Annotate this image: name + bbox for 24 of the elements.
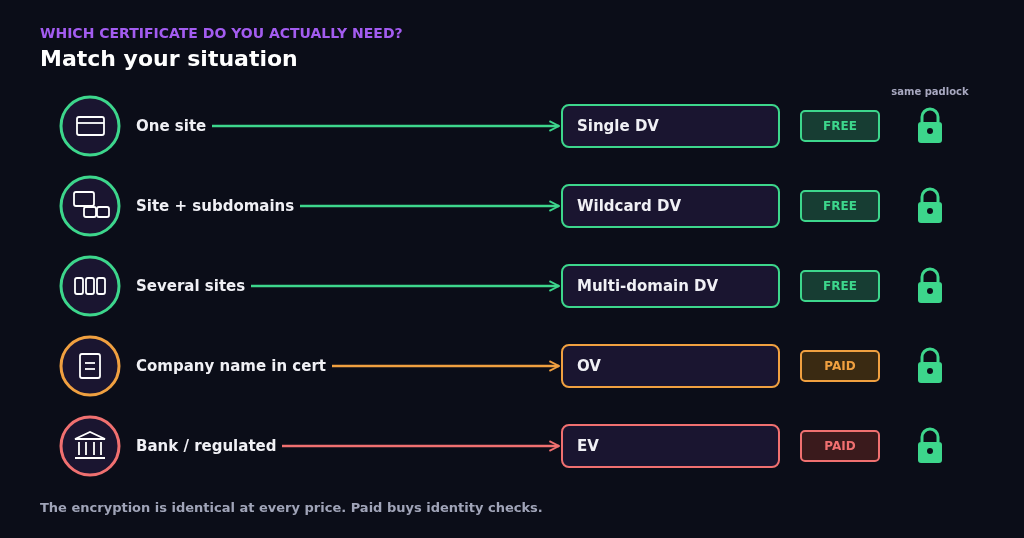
price-tag: FREE — [800, 270, 880, 302]
certificate-box: Single DV — [561, 104, 780, 148]
column-note: same padlock — [890, 86, 970, 97]
arrow — [212, 120, 560, 132]
certificate-box: Wildcard DV — [561, 184, 780, 228]
arrow — [282, 440, 560, 452]
certificate-box: OV — [561, 344, 780, 388]
situation-label: Company name in cert — [136, 352, 326, 380]
arrow — [300, 200, 560, 212]
price-tag: PAID — [800, 430, 880, 462]
situation-label: Site + subdomains — [136, 192, 295, 220]
price-tag: PAID — [800, 350, 880, 382]
situation-label: Several sites — [136, 272, 246, 300]
footnote: The encryption is identical at every price. Paid buys identity checks. — [40, 500, 543, 515]
situation-label: Bank / regulated — [136, 432, 277, 460]
situation-label: One site — [136, 112, 207, 140]
price-tag: FREE — [800, 110, 880, 142]
arrow — [251, 280, 560, 292]
title: Match your situation — [40, 46, 298, 71]
price-tag: FREE — [800, 190, 880, 222]
eyebrow-heading: WHICH CERTIFICATE DO YOU ACTUALLY NEED? — [40, 25, 403, 41]
certificate-box: Multi-domain DV — [561, 264, 780, 308]
certificate-box: EV — [561, 424, 780, 468]
arrow — [332, 360, 560, 372]
